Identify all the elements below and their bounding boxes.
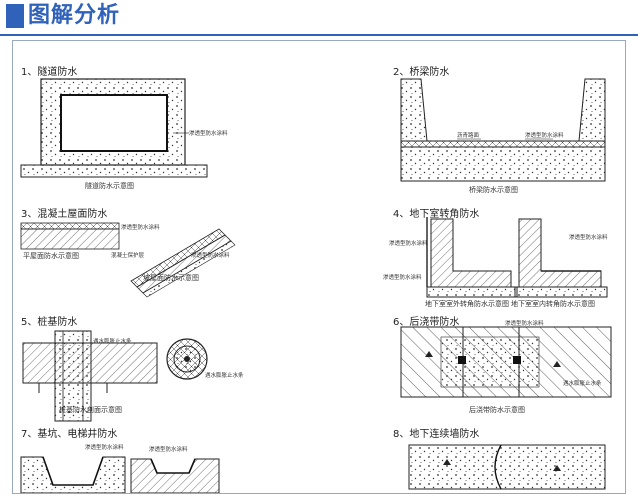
roof-note-b: 混凝土保护层: [111, 253, 145, 259]
title-marker: [6, 4, 24, 28]
section-label-pile: 5、桩基防水: [21, 317, 78, 328]
roof-diagram: [20, 222, 236, 298]
section-label-wall: 8、地下连续墙防水: [393, 429, 480, 440]
basement-note-a: 渗透型防水涂料: [389, 241, 428, 247]
pit-note-a: 渗透型防水涂料: [85, 445, 124, 451]
roof-note-a: 渗透型防水涂料: [121, 225, 160, 231]
post-pour-note-b: 遇水膨胀止水条: [563, 381, 602, 387]
diagram-canvas: [20, 78, 612, 493]
tunnel-note: 渗透型防水涂料: [189, 131, 228, 137]
section-label-bridge: 2、桥梁防水: [393, 67, 450, 78]
basement-note-c: 渗透型防水涂料: [569, 235, 608, 241]
pit-diagram: [20, 456, 220, 493]
post-pour-strip-diagram: [400, 326, 612, 398]
tunnel-diagram: [20, 78, 208, 178]
basement-caption-inner: 地下室室内转角防水示意图: [511, 300, 595, 308]
roof-caption-slope: 坡屋面防水示意图: [143, 274, 199, 282]
post-pour-caption: 后浇带防水示意图: [469, 406, 525, 414]
section-label-tunnel: 1、隧道防水: [21, 67, 78, 78]
pit-note-b: 渗透型防水涂料: [149, 447, 188, 453]
roof-note-c: 渗透型防水涂料: [191, 253, 230, 259]
basement-note-b: 渗透型防水涂料: [383, 275, 422, 281]
diaphragm-wall-diagram: [408, 444, 606, 490]
roof-caption-flat: 平屋面防水示意图: [23, 252, 79, 260]
section-label-basement: 4、地下室转角防水: [393, 209, 480, 220]
basement-caption-outer: 地下室室外转角防水示意图: [425, 300, 509, 308]
bridge-note-b: 渗透型防水涂料: [525, 133, 564, 139]
pile-note-b: 遇水膨胀止水条: [205, 373, 244, 379]
section-label-pit: 7、基坑、电梯井防水: [21, 429, 118, 440]
bridge-caption: 桥梁防水示意图: [469, 186, 518, 194]
bridge-diagram: [400, 78, 606, 182]
pile-note-a: 遇水膨胀止水条: [93, 339, 132, 345]
diagram-panel: 1、隧道防水 渗透型防水涂料 隧道防水示意图 2、桥梁防水 沥青路面 渗透型防水…: [12, 40, 626, 494]
tunnel-caption: 隧道防水示意图: [85, 182, 134, 190]
section-label-roof: 3、混凝土屋面防水: [21, 209, 108, 220]
page-title: 图解分析: [28, 3, 121, 28]
page-header: 图解分析: [0, 0, 638, 34]
section-label-post-pour: 6、后浇带防水: [393, 317, 460, 328]
post-pour-note-a: 渗透型防水涂料: [505, 321, 544, 327]
header-rule: [0, 34, 638, 36]
bridge-note-a: 沥青路面: [457, 133, 480, 139]
pile-foundation-diagram: [22, 330, 208, 422]
pile-caption: 桩基防水剖面示意图: [59, 406, 122, 414]
basement-corner-diagram: [426, 217, 608, 298]
